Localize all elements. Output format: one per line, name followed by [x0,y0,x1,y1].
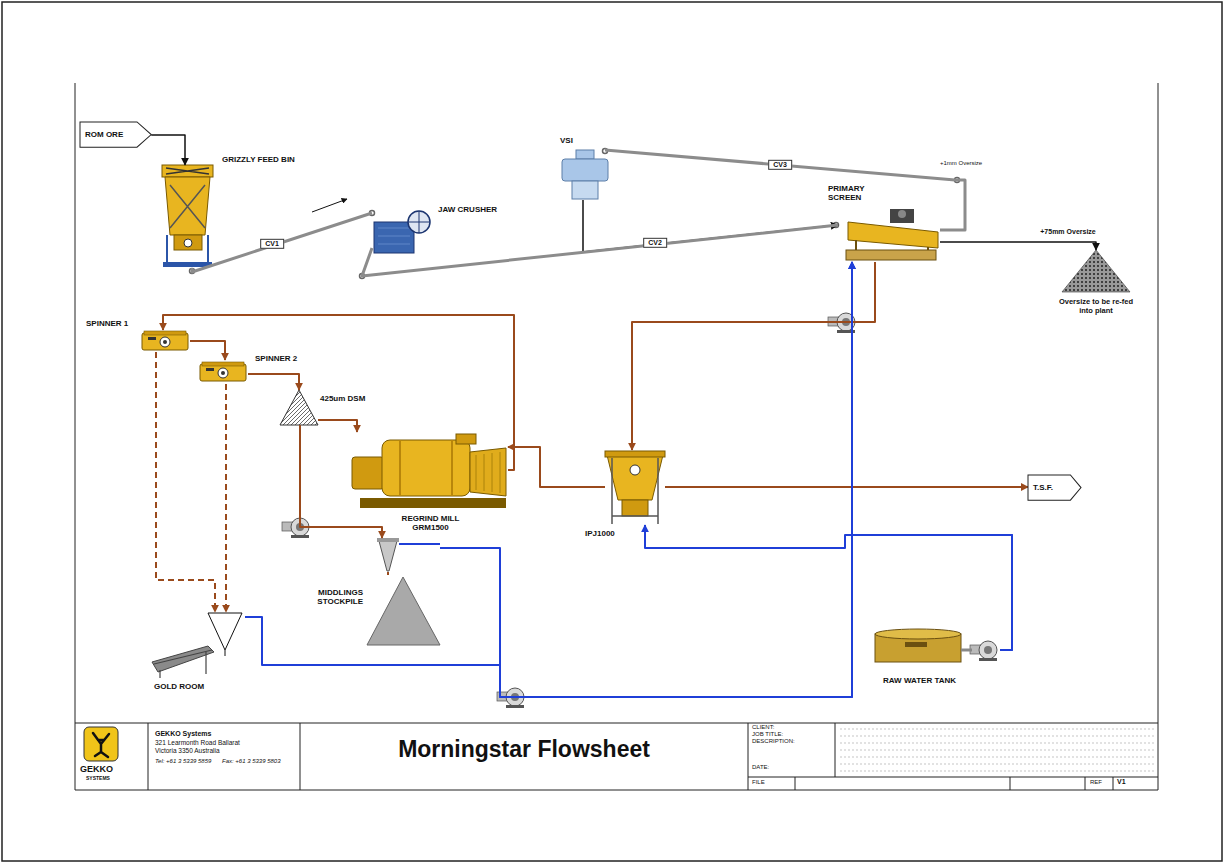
logo-text: GEKKO [80,764,113,774]
logo-text: SYSTEMS [86,776,110,782]
flow-line [645,525,1012,650]
flow-line [852,262,1012,650]
conveyor-tag: CV1 [260,239,284,249]
equipment-label: JAW CRUSHER [438,205,497,214]
tailings-tag: T.S.F. [1028,475,1081,500]
spinner: SPINNER 1 [140,330,190,352]
oversize-stockpile: Oversize to be re-fed into plant [1062,250,1130,292]
flow-line [665,486,1028,488]
equipment-label: GRIZZLY FEED BIN [222,155,295,164]
company-address: 321 Learmonth Road Ballarat [155,739,240,746]
title-block-field: DATE: [752,764,769,771]
company-phone: Tel: +61 3 5339 5859 [155,758,211,765]
pentagon-outline [1028,475,1081,500]
flow-line [940,242,1096,250]
flow-line [151,135,185,165]
flow-line [632,262,875,450]
oversize-note: +1mm Oversize [940,160,982,167]
company-fax: Fax: +61 3 5339 5803 [222,758,281,765]
equipment-label: PRIMARY SCREEN [828,184,880,202]
gold-room: GOLD ROOM [150,612,245,678]
title-block-field: FILE [752,779,765,786]
ipj-jig: IPJ1000 [605,450,665,525]
flow-line [583,200,838,252]
conveyor-tag: CV3 [768,160,792,170]
title-block-field: REF [1090,779,1102,786]
grizzly-feed-bin: GRIZZLY FEED BIN [160,165,215,268]
equipment-label: IPJ1000 [585,529,615,538]
vsi-crusher: VSI [560,150,610,200]
flow-line [245,262,852,697]
title-block-field: CLIENT: [752,724,774,731]
equipment-label: Oversize to be re-fed into plant [1058,298,1134,315]
equipment-label: SPINNER 1 [86,319,128,328]
conveyor-line [605,150,965,230]
spinner: SPINNER 2 [198,360,248,384]
equipment-label: MIDDLINGS STOCKPILE [307,588,363,606]
flow-line [190,341,225,360]
equipment-label: 425um DSM [320,394,365,403]
company-address: Victoria 3350 Australia [155,747,220,754]
jaw-crusher: JAW CRUSHER [372,205,430,255]
revision-number: V1 [1117,778,1126,786]
dsm-screen: 425um DSM [280,390,318,425]
middlings-stockpile: MIDDLINGS STOCKPILE [367,538,440,645]
conveyor-line [192,213,372,272]
equipment-label: VSI [560,136,573,145]
flow-line [225,384,227,612]
flow-line [163,315,514,470]
primary-screen: PRIMARY SCREEN [838,207,940,262]
equipment-label: SPINNER 2 [255,354,297,363]
company-name: GEKKO Systems [155,730,211,738]
flow-line [318,420,357,432]
title-block-field: DESCRIPTION: [752,738,795,745]
conveyor-line [362,225,838,276]
equipment-label: T.S.F. [1033,483,1053,492]
regrind-mill: REGRIND MILL GRM1500 [345,432,508,510]
flow-line [440,262,852,697]
flow-line [248,374,299,390]
equipment-label: REGRIND MILL GRM1500 [393,514,468,532]
equipment-label: RAW WATER TANK [883,676,956,685]
equipment-label: GOLD ROOM [154,682,204,691]
ore-feed-tag: ROM ORE [80,122,151,147]
pentagon-outline [80,122,151,147]
equipment-label: ROM ORE [85,130,123,139]
conveyor-tag: CV2 [643,238,667,248]
flow-line [508,447,605,487]
title-block-field: JOB TITLE: [752,731,783,738]
drawing-title: Morningstar Flowsheet [300,736,748,763]
stream-label: +75mm Oversize [1038,228,1097,236]
flow-line [300,425,382,538]
raw-water-tank: RAW WATER TANK [875,628,1000,668]
flow-line [156,352,215,612]
